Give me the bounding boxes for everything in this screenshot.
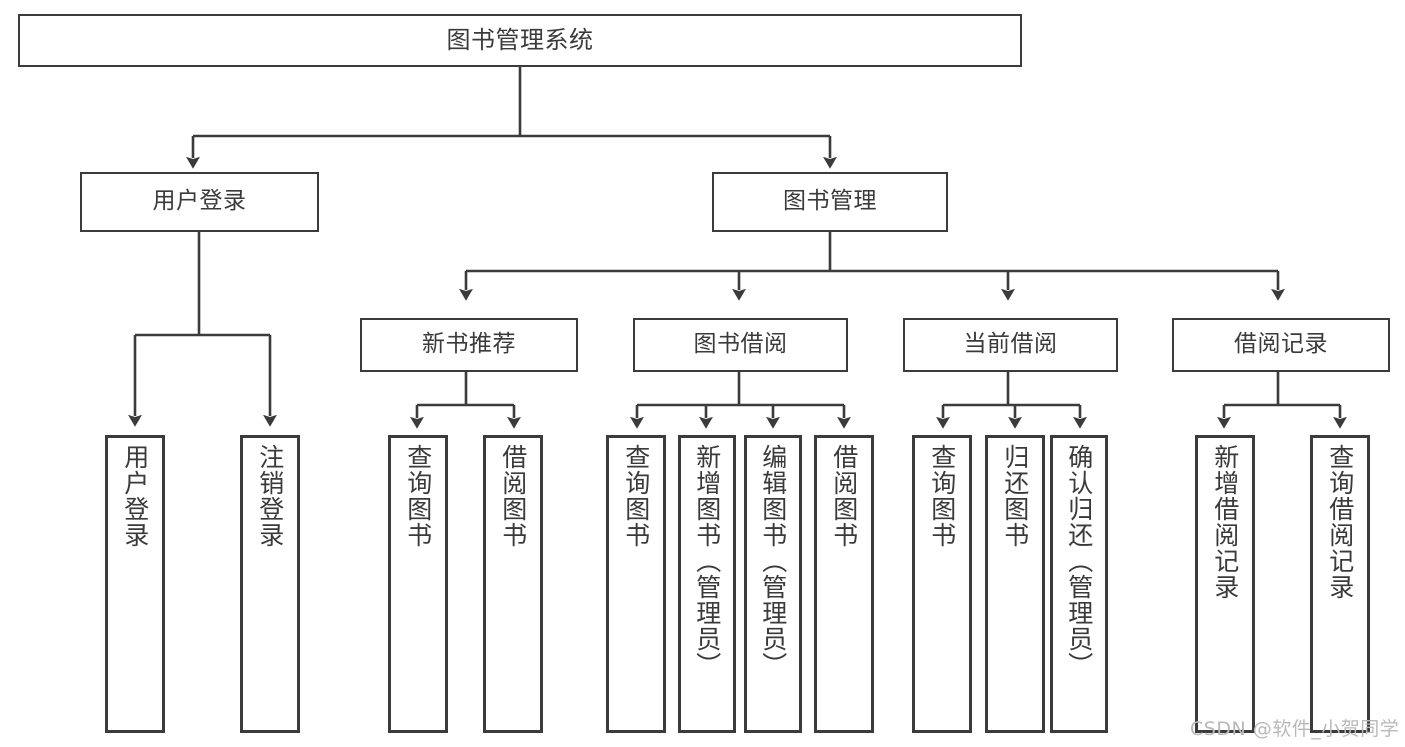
node-current-borrow[interactable]: 当前借阅 [903, 318, 1118, 372]
node-label: 查询图书 [403, 444, 433, 548]
leaf-query-borrow-record[interactable]: 查询借阅记录 [1310, 435, 1370, 733]
node-label: 当前借阅 [963, 331, 1058, 358]
node-new-book-recommend[interactable]: 新书推荐 [360, 318, 578, 372]
leaf-borrow-book-recommend[interactable]: 借阅图书 [483, 435, 543, 733]
node-book-borrow[interactable]: 图书借阅 [633, 318, 848, 372]
node-label: 确认归还（管理员） [1064, 444, 1094, 678]
leaf-query-book-current[interactable]: 查询图书 [912, 435, 972, 733]
leaf-confirm-return-admin[interactable]: 确认归还（管理员） [1050, 435, 1108, 733]
node-label: 用户登录 [120, 444, 150, 548]
node-label: 新增借阅记录 [1210, 444, 1240, 600]
leaf-user-login[interactable]: 用户登录 [105, 435, 165, 733]
leaf-add-borrow-record[interactable]: 新增借阅记录 [1195, 435, 1255, 733]
leaf-query-book-recommend[interactable]: 查询图书 [388, 435, 448, 733]
leaf-logout[interactable]: 注销登录 [240, 435, 300, 733]
node-label: 注销登录 [255, 444, 285, 548]
node-label: 图书借阅 [693, 331, 788, 358]
node-label: 编辑图书（管理员） [758, 444, 788, 678]
leaf-add-book-admin[interactable]: 新增图书（管理员） [678, 435, 736, 733]
node-label: 新书推荐 [422, 331, 516, 358]
node-label: 借阅记录 [1234, 331, 1328, 358]
node-borrow-record[interactable]: 借阅记录 [1172, 318, 1390, 372]
node-user-login[interactable]: 用户登录 [80, 172, 319, 232]
node-label: 查询图书 [621, 444, 651, 548]
node-label: 查询借阅记录 [1325, 444, 1355, 600]
node-label: 图书管理 [783, 188, 877, 215]
leaf-query-book-borrow[interactable]: 查询图书 [606, 435, 666, 733]
node-label: 查询图书 [927, 444, 957, 548]
watermark-credit: CSDN @软件_小贺同学 [1190, 718, 1400, 740]
node-root-system[interactable]: 图书管理系统 [18, 14, 1022, 67]
node-label: 借阅图书 [498, 444, 528, 548]
leaf-return-book[interactable]: 归还图书 [985, 435, 1045, 733]
node-label: 归还图书 [1000, 444, 1030, 548]
node-label: 用户登录 [152, 188, 247, 215]
leaf-borrow-book[interactable]: 借阅图书 [814, 435, 874, 733]
node-label: 借阅图书 [829, 444, 859, 548]
node-label: 新增图书（管理员） [692, 444, 722, 678]
leaf-edit-book-admin[interactable]: 编辑图书（管理员） [744, 435, 802, 733]
node-label: 图书管理系统 [446, 26, 594, 55]
node-book-management[interactable]: 图书管理 [712, 172, 948, 232]
